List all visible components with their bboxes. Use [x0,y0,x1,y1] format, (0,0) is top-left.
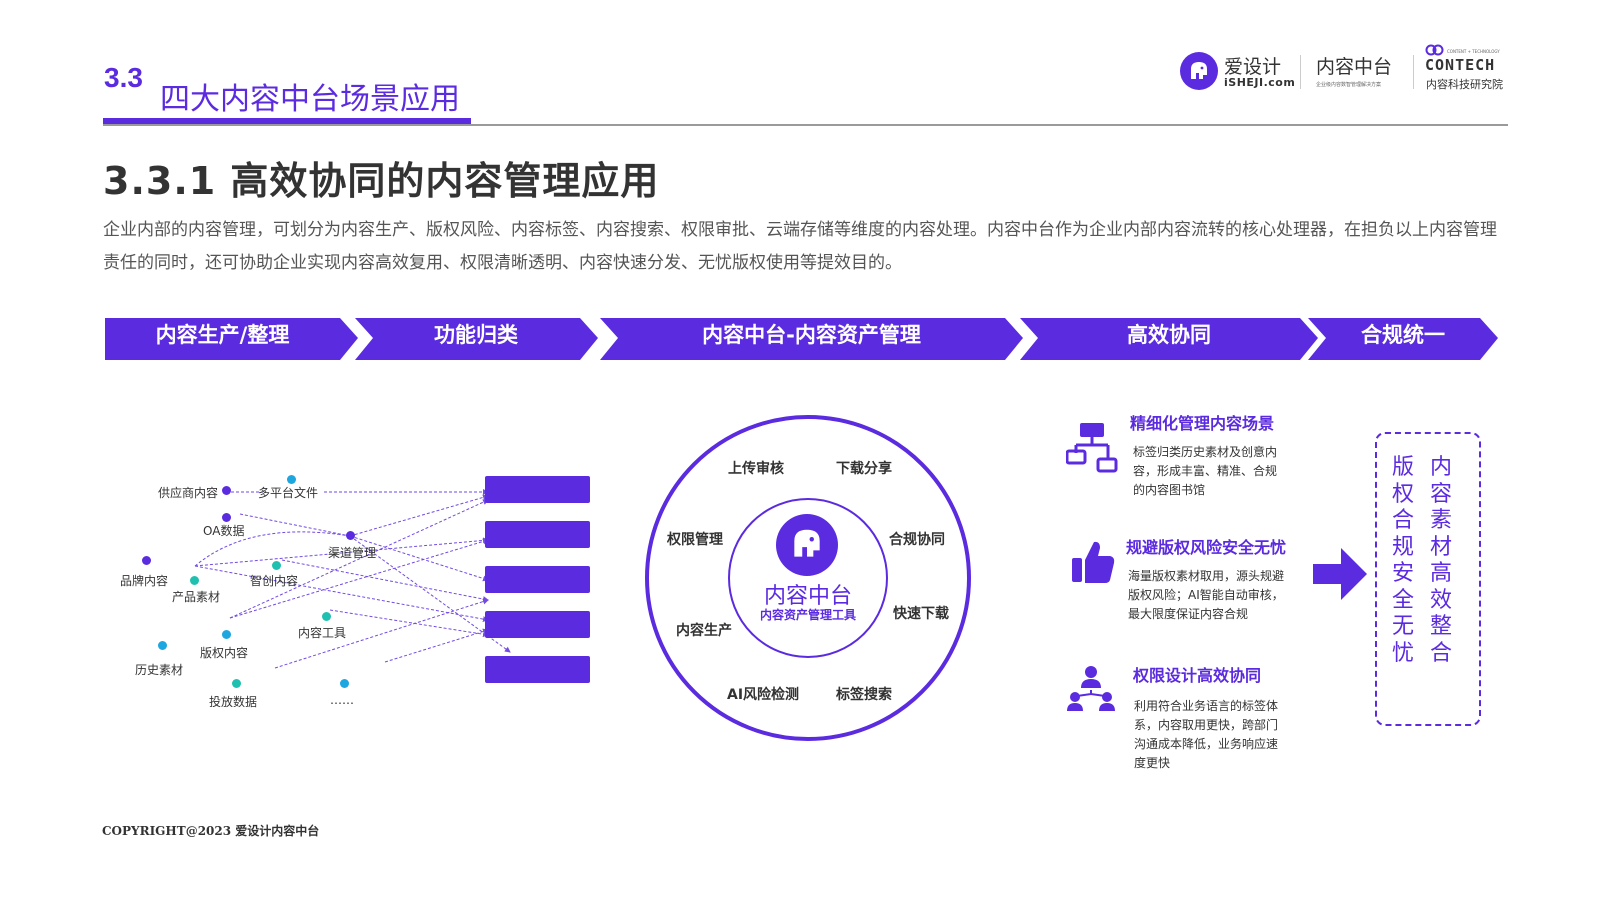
category-box-4 [485,611,590,638]
page-subtitle: 3.3.1 高效协同的内容管理应用 [103,159,660,203]
logo-divider [1300,55,1301,89]
network-node-dot [346,531,355,540]
network-node-history: 历史素材 [135,663,184,677]
network-node-copyright: 版权内容 [200,646,249,660]
header-divider [103,124,1508,126]
network-node-oa: OA数据 [203,524,245,538]
feature-desc-1: 标签归类历史素材及创意内容，形成丰富、精准、合规的内容图书馆 [1133,445,1278,497]
network-node-dot [232,679,241,688]
ring-item-fast-download: 快速下载 [893,606,949,622]
banner-label-3: 内容中台-内容资产管理 [702,323,921,347]
ring-item-permission: 权限管理 [667,532,723,548]
result-box [1375,432,1481,726]
banner-label-2: 功能归类 [434,323,518,347]
network-node-dot [222,630,231,639]
logo3-name: CONTECH [1425,56,1496,74]
logo-divider [1413,55,1414,89]
thumbs-up-icon [1072,541,1115,583]
section-title: 四大内容中台场景应用 [160,82,460,117]
category-box-3 [485,566,590,593]
banner-label-1: 内容生产/整理 [155,323,290,347]
category-box-1 [485,476,590,503]
banner-label-5: 合规统一 [1361,323,1445,347]
ring-item-compliance: 合规协同 [889,532,945,548]
ring-item-production: 内容生产 [676,623,732,639]
elephant-hub-icon [776,514,838,576]
result-text-right: 内容素材高效整合 [1429,455,1452,666]
network-node-dot [272,561,281,570]
logo2-tagline: 企业级内容数智管理解决方案 [1316,82,1382,88]
network-node-product: 产品素材 [172,590,221,604]
feature-desc-3: 利用符合业务语言的标签体系，内容取用更快，跨部门沟通成本降低，业务响应速度更快 [1134,699,1279,770]
section-number: 3.3 [104,62,143,93]
network-node-dot [190,576,199,585]
network-node-more: …… [330,693,354,707]
ring-item-tag-search: 标签搜索 [836,687,892,703]
network-node-dot [340,679,349,688]
header-accent-bar [103,118,471,124]
network-node-dot [322,612,331,621]
logo3-small: CONTENT + TECHNOLOGY [1447,49,1500,54]
category-box-2 [485,521,590,548]
hub-subtitle: 内容资产管理工具 [759,608,856,622]
network-node-ads: 投放数据 [209,695,258,709]
org-chart-icon [1066,423,1118,473]
ring-item-download-share: 下载分享 [836,461,892,477]
footer-copyright: COPYRIGHT@2023 爱设计内容中台 [102,824,320,838]
isheji-logo: 爱设计 iSHEJI.com [1180,52,1295,94]
logo3-sub: 内容科技研究院 [1426,78,1503,91]
network-node-aigc: 智创内容 [250,574,299,588]
ring-item-ai-risk: AI风险检测 [727,687,800,703]
network-node-multiplatform: 多平台文件 [258,486,319,500]
network-node-brand: 品牌内容 [120,574,169,588]
elephant-logo-icon [1180,52,1218,90]
hub-title: 内容中台 [763,584,852,609]
result-text-left: 版权合规安全无忧 [1391,455,1414,666]
feature-desc-2: 海量版权素材取用，源头规避版权风险；AI智能自动审核，最大限度保证内容合规 [1128,569,1285,621]
contech-mark-icon [1425,44,1444,56]
feature-title-3: 权限设计高效协同 [1133,666,1262,685]
network-node-dot [287,475,296,484]
feature-title-2: 规避版权风险安全无忧 [1126,538,1287,557]
feature-title-1: 精细化管理内容场景 [1130,414,1275,433]
intro-paragraph: 企业内部的内容管理，可划分为内容生产、版权风险、内容标签、内容搜索、权限审批、云… [103,220,1497,273]
ring-item-upload-review: 上传审核 [728,461,784,477]
banner-label-4: 高效协同 [1127,323,1211,347]
network-node-dot [158,641,167,650]
content-platform-logo: 内容中台 企业级内容数智管理解决方案 [1316,52,1392,88]
logo1-domain: iSHEJI.com [1224,76,1296,89]
team-icon [1067,666,1115,711]
network-node-supplier: 供应商内容 [158,486,219,500]
network-node-channel: 渠道管理 [328,546,377,560]
logo2-name: 内容中台 [1316,56,1393,78]
hub-inner-ring [728,498,888,658]
category-box-5 [485,656,590,683]
result-arrow-icon [1313,548,1367,600]
network-node-dot [222,513,231,522]
hub-outer-ring [645,415,971,741]
logo1-name: 爱设计 [1224,56,1282,78]
network-lines [194,489,511,669]
network-node-dot [222,486,231,495]
network-node-dot [142,556,151,565]
network-node-tools: 内容工具 [298,626,347,640]
